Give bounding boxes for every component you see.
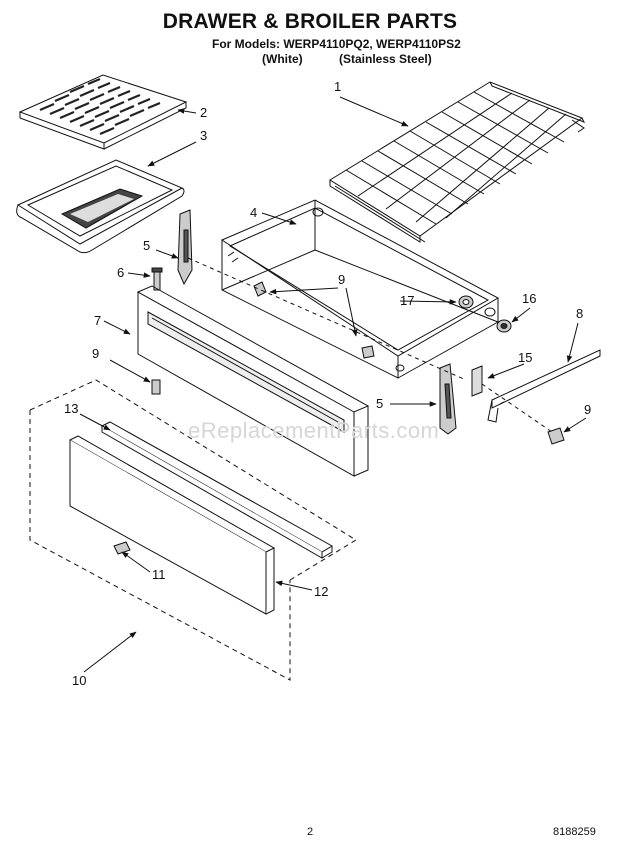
watermark: eReplacementParts.com [188,418,440,443]
screw-part-9-right [547,427,565,445]
outer-panel-part-12 [68,435,276,615]
washer-part-16 [496,319,512,333]
leader-lines [79,96,587,673]
clip-part-11 [113,541,131,555]
screw-part-9-mid [361,345,375,359]
callout-17: 17 [400,293,414,308]
callout-5a: 5 [143,238,150,253]
callout-1: 1 [334,79,341,94]
page-title: DRAWER & BROILER PARTS [162,10,458,33]
variant-white-label: (White) [262,52,303,66]
broiler-pan-part [16,159,185,254]
callout-12: 12 [314,584,328,599]
callout-4: 4 [250,205,257,220]
drawer-panel-assembly-boundary [29,379,357,681]
models-line: For Models: WERP4110PQ2, WERP4110PS2 [212,37,461,51]
callout-7: 7 [94,313,101,328]
slide-rail-part [487,349,601,423]
broiler-grid-part [18,74,188,150]
callout-3: 3 [200,128,207,143]
callout-15: 15 [518,350,532,365]
nut-part-17 [458,295,474,309]
drawer-front-part [136,285,370,477]
spacer-part-15 [471,365,483,397]
callout-2: 2 [200,105,207,120]
callout-9c: 9 [584,402,591,417]
page-number: 2 [307,826,314,838]
document-number: 8188259 [553,826,596,838]
callout-9a: 9 [338,272,345,287]
callout-11: 11 [152,567,166,582]
callout-10: 10 [72,673,86,688]
callout-8: 8 [576,306,583,321]
callout-13: 13 [64,401,78,416]
trim-strip-part-13 [100,421,333,559]
variant-steel-label: (Stainless Steel) [339,52,432,66]
slide-bracket-right [439,363,457,435]
callout-6: 6 [117,265,124,280]
slide-bracket-left [177,209,193,286]
callout-16: 16 [522,291,536,306]
callout-9b: 9 [92,346,99,361]
screw-part-9-top [253,281,267,297]
screw-part-6 [151,267,163,291]
callout-5b: 5 [376,396,383,411]
oven-rack-part [329,81,586,243]
screw-part-9-left [151,379,161,395]
